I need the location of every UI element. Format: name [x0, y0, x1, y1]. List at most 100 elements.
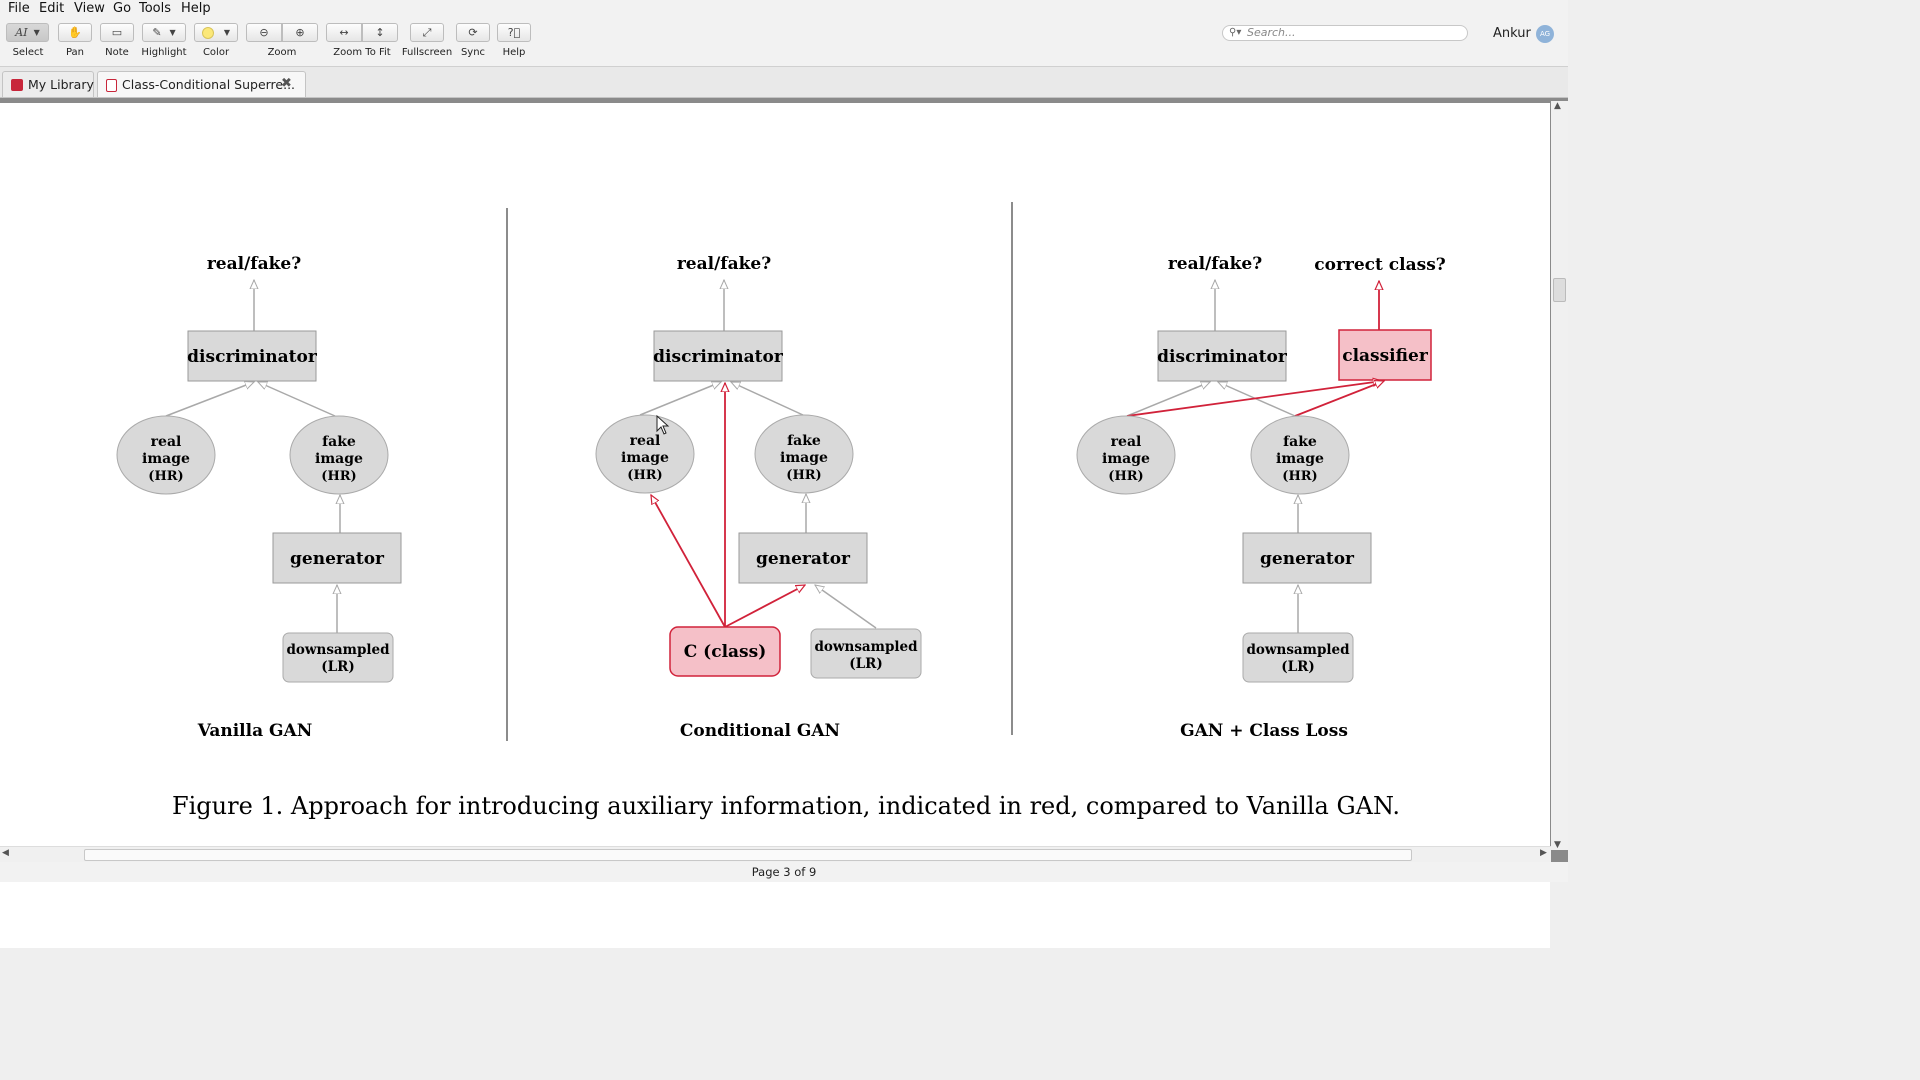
pdf-page: real/fake? discriminator real image (HR)…: [0, 103, 1550, 948]
note-tool-button[interactable]: ▭: [100, 23, 134, 42]
svg-text:image: image: [315, 451, 363, 467]
zoom-in-button[interactable]: ⊕: [282, 23, 318, 42]
class-node: [669, 626, 781, 677]
tab-my-library[interactable]: My Library: [2, 71, 94, 97]
figure-1: real/fake? discriminator real image (HR)…: [116, 202, 1446, 820]
chevron-down-icon: ▼: [169, 28, 176, 37]
tab-label: Class-Conditional Superre...: [122, 77, 296, 92]
highlighter-icon: ✎: [152, 26, 162, 39]
scroll-down-icon[interactable]: ▼: [1554, 840, 1561, 850]
svg-text:generator: generator: [1260, 549, 1355, 569]
downsampled-node: [1242, 632, 1354, 683]
fit-height-icon: ↕: [375, 26, 385, 39]
discriminator-box: [653, 330, 783, 382]
svg-text:image: image: [1276, 451, 1324, 467]
chevron-down-icon: ▼: [33, 28, 40, 37]
svg-text:real/fake?: real/fake?: [677, 254, 771, 274]
figure-caption: Figure 1. Approach for introducing auxil…: [172, 792, 1400, 820]
page-indicator: Page 3 of 9: [751, 865, 817, 879]
help-button[interactable]: ?⃝: [497, 23, 531, 42]
fullscreen-button[interactable]: ⤢: [410, 23, 444, 42]
discriminator-box: [1157, 330, 1287, 382]
scroll-left-icon[interactable]: ◀: [2, 848, 9, 858]
search-icon: ⚲▾: [1229, 27, 1242, 38]
highlight-label: Highlight: [141, 47, 187, 58]
zoom-label: Zoom: [267, 47, 297, 58]
svg-text:discriminator: discriminator: [653, 347, 784, 367]
vanilla-gan-panel: real/fake? discriminator real image (HR)…: [116, 254, 402, 741]
document-viewport[interactable]: real/fake? discriminator real image (HR)…: [0, 98, 1568, 948]
svg-text:image: image: [142, 451, 190, 467]
scroll-up-icon[interactable]: ▲: [1554, 101, 1561, 111]
svg-text:C (class): C (class): [684, 642, 767, 662]
menu-help[interactable]: Help: [181, 1, 211, 16]
help-icon: ?⃝: [507, 26, 521, 39]
select-label: Select: [12, 47, 44, 58]
svg-text:generator: generator: [290, 549, 385, 569]
svg-text:discriminator: discriminator: [1157, 347, 1288, 367]
pan-label: Pan: [65, 47, 85, 58]
svg-text:(LR): (LR): [321, 659, 355, 675]
mouse-cursor-icon: [656, 414, 670, 435]
svg-text:(HR): (HR): [1108, 469, 1143, 484]
zoom-out-button[interactable]: ⊖: [246, 23, 282, 42]
real-image-node: [116, 415, 216, 495]
status-bar: Page 3 of 9: [0, 862, 1568, 882]
search-field[interactable]: ⚲▾ Search...: [1222, 25, 1468, 41]
conditional-gan-panel: real/fake? discriminator real image (HR)…: [595, 254, 922, 741]
search-placeholder: Search...: [1247, 26, 1296, 39]
svg-text:real: real: [630, 433, 661, 449]
zoom-to-fit-label: Zoom To Fit: [333, 47, 391, 58]
select-tool-button[interactable]: AI ▼: [6, 23, 49, 42]
panel-title: Vanilla GAN: [197, 721, 313, 741]
close-icon[interactable]: ✖: [281, 76, 292, 91]
svg-text:generator: generator: [756, 549, 851, 569]
toolbar: AI ▼ Select ✋ Pan ▭ Note ✎ ▼ Highlight ▼…: [0, 18, 1568, 67]
svg-text:fake: fake: [787, 433, 821, 449]
sync-button[interactable]: ⟳: [456, 23, 490, 42]
svg-text:(HR): (HR): [786, 468, 821, 483]
svg-text:downsampled: downsampled: [286, 642, 390, 658]
hand-icon: ✋: [68, 26, 82, 39]
fit-width-button[interactable]: ↔: [326, 23, 362, 42]
generator-box: [272, 532, 402, 584]
menu-bar: File Edit View Go Tools Help: [0, 0, 1568, 18]
library-icon: [11, 79, 23, 91]
chevron-down-icon: ▼: [223, 28, 231, 37]
svg-text:(HR): (HR): [321, 469, 356, 484]
sync-label: Sync: [460, 47, 486, 58]
classifier-box: [1338, 329, 1432, 381]
downsampled-node: [282, 632, 394, 683]
panel-title: GAN + Class Loss: [1180, 721, 1348, 741]
generator-box: [1242, 532, 1372, 584]
tab-label: My Library: [28, 77, 94, 92]
scroll-right-icon[interactable]: ▶: [1540, 848, 1547, 858]
gan-class-loss-panel: real/fake? discriminator correct class? …: [1076, 254, 1446, 741]
sync-icon: ⟳: [468, 26, 478, 39]
menu-tools[interactable]: Tools: [139, 1, 172, 16]
pan-tool-button[interactable]: ✋: [58, 23, 92, 42]
tab-bar: My Library Class-Conditional Superre... …: [0, 67, 1568, 98]
menu-view[interactable]: View: [74, 1, 105, 16]
svg-text:image: image: [621, 450, 669, 466]
avatar[interactable]: AG: [1536, 25, 1554, 43]
fit-height-button[interactable]: ↕: [362, 23, 398, 42]
generator-box: [738, 532, 868, 584]
horizontal-scroll-thumb[interactable]: [84, 849, 1412, 861]
highlight-tool-button[interactable]: ✎ ▼: [142, 23, 186, 42]
user-name[interactable]: Ankur: [1493, 26, 1531, 41]
color-picker-button[interactable]: ▼: [194, 23, 238, 42]
svg-text:(HR): (HR): [627, 468, 662, 483]
real-image-node: [1076, 415, 1176, 495]
menu-file[interactable]: File: [8, 1, 30, 16]
color-swatch-icon: [201, 26, 214, 39]
note-label: Note: [105, 47, 129, 58]
svg-text:fake: fake: [322, 434, 356, 450]
menu-go[interactable]: Go: [113, 1, 132, 16]
vertical-scroll-thumb[interactable]: [1553, 278, 1566, 302]
zoom-out-icon: ⊖: [259, 26, 269, 39]
vertical-scrollbar[interactable]: ▲ ▼: [1551, 101, 1568, 850]
menu-edit[interactable]: Edit: [39, 1, 65, 16]
panel-title: Conditional GAN: [680, 721, 840, 741]
tab-document[interactable]: Class-Conditional Superre... ✖: [97, 71, 306, 97]
